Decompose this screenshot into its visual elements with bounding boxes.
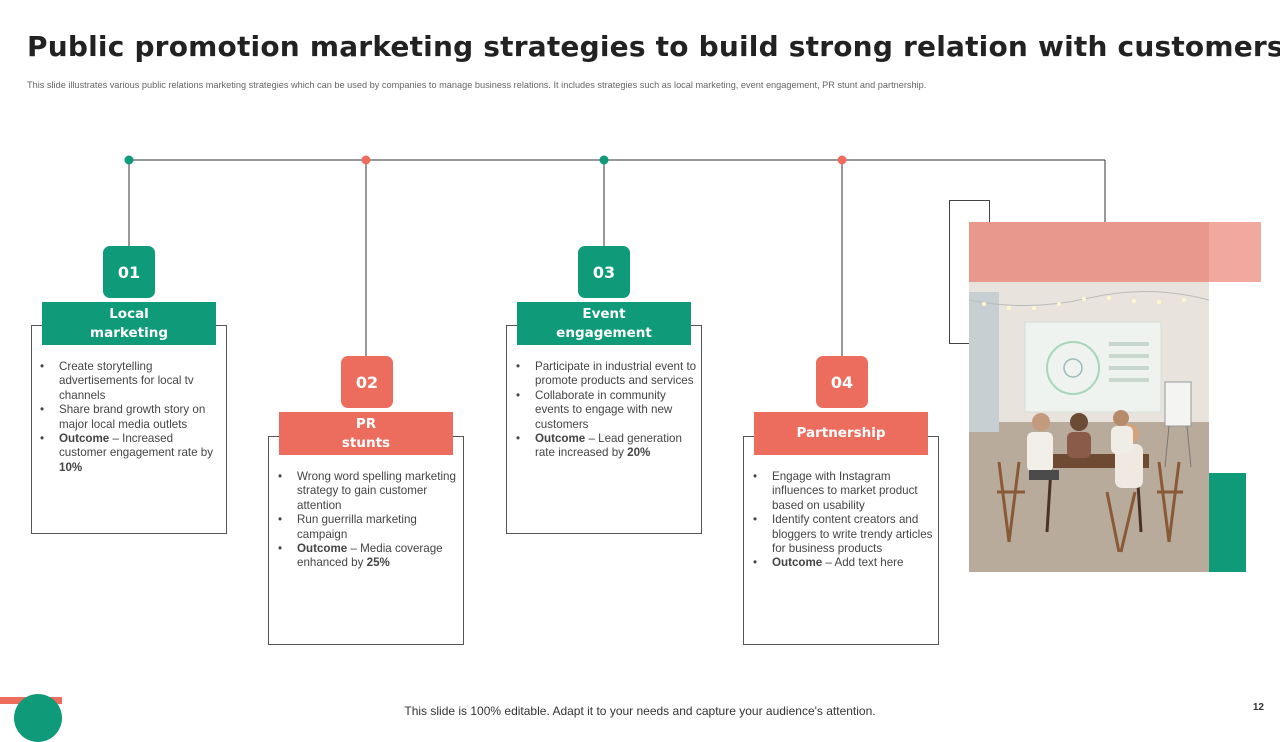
bullet-item: Create storytelling advertisements for l… [40,360,221,403]
bullet-item: Wrong word spelling marketing strategy t… [278,470,457,513]
bullet-item: Share brand growth story on major local … [40,403,221,432]
page-number: 12 [1252,702,1264,713]
connector-dot-01 [124,155,134,165]
strategy-bullets-03: Participate in industrial event to promo… [507,360,699,461]
slide-title: Public promotion marketing strategies to… [27,30,1280,63]
strategy-number-03: 03 [578,246,630,298]
strategy-label-02: PR stunts [279,412,453,455]
strategy-bullets-02: Wrong word spelling marketing strategy t… [269,470,457,571]
strategy-number-04: 04 [816,356,868,408]
strategy-label-04: Partnership [754,412,928,455]
connector-lines [124,155,1106,357]
bullet-item: Outcome – Media coverage enhanced by 25% [278,542,457,571]
bullet-item: Collaborate in community events to engag… [516,389,699,432]
bullet-item: Outcome – Increased customer engagement … [40,432,221,475]
corner-logo [14,694,62,742]
strategy-number-01: 01 [103,246,155,298]
strategy-label-01: Local marketing [42,302,216,345]
connector-dot-02 [361,155,371,165]
bullet-item: Outcome – Lead generation rate increased… [516,432,699,461]
strategy-bullets-01: Create storytelling advertisements for l… [31,360,221,475]
footer-text: This slide is 100% editable. Adapt it to… [404,704,876,718]
strategy-number-02: 02 [341,356,393,408]
coral-overlay [969,222,1209,282]
green-accent-block [1209,473,1246,572]
bullet-item: Engage with Instagram influences to mark… [753,470,938,513]
bullet-item: Outcome – Add text here [753,556,938,571]
connector-dot-03 [599,155,609,165]
connector-dot-04 [837,155,847,165]
bullet-item: Participate in industrial event to promo… [516,360,699,389]
bullet-item: Identify content creators and bloggers t… [753,513,938,556]
slide-subtitle: This slide illustrates various public re… [27,80,927,90]
bullet-item: Run guerrilla marketing campaign [278,513,457,542]
strategy-label-03: Event engagement [517,302,691,345]
strategy-bullets-04: Engage with Instagram influences to mark… [744,470,938,571]
